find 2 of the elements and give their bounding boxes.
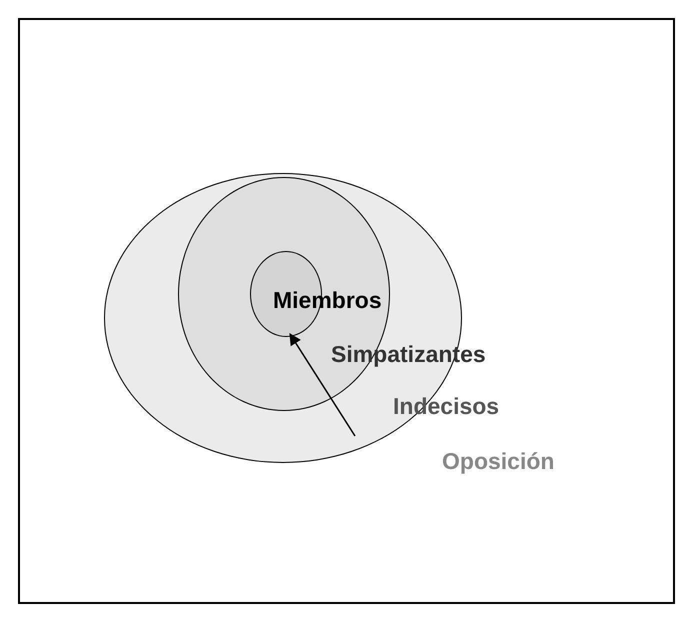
arrow bbox=[289, 333, 356, 436]
ring-label: Oposición bbox=[442, 450, 554, 473]
